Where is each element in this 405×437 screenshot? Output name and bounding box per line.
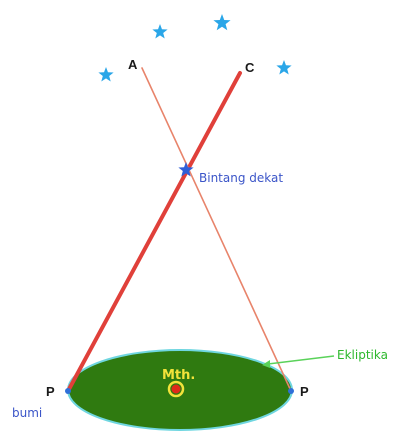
near-star-icon [178,162,194,177]
label-earth: bumi [12,406,42,420]
ecliptic-pointer-arrowhead [262,360,270,368]
ecliptic-pointer [267,355,335,365]
star-icon [152,24,168,39]
label-point-p-right: P [300,384,309,399]
sun-icon [167,380,185,398]
earth-dot-icon [288,388,294,394]
sightline-p-left-to-c [66,71,242,393]
label-sun: Mth. [162,368,195,383]
label-point-a: A [128,57,138,72]
label-point-c: C [245,60,255,75]
sightline-p-right-to-a [141,67,292,392]
label-ecliptic: Ekliptika [337,348,388,362]
background-stars [98,14,292,82]
star-icon [276,60,292,75]
star-icon [213,14,231,31]
label-point-p-left: P [46,384,55,399]
label-near-star: Bintang dekat [199,171,283,185]
star-icon [98,67,114,82]
earth-dot-icon [65,388,71,394]
